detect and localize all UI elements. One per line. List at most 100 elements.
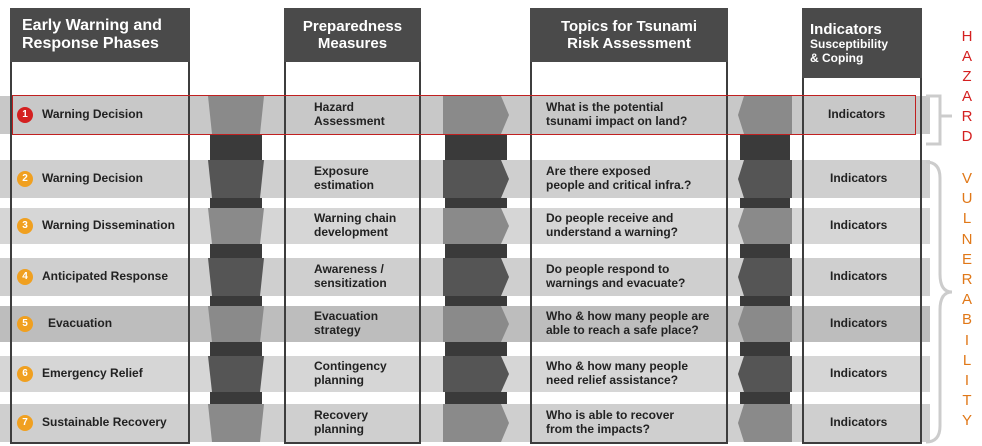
indicators-cell: Indicators xyxy=(830,366,888,380)
indicators-cell: Indicators xyxy=(828,107,886,121)
indicators-cell: Indicators xyxy=(830,269,888,283)
connector-gap xyxy=(445,244,507,258)
vulnerability-letter: V xyxy=(961,170,972,187)
connector-arrow xyxy=(738,208,792,244)
connector-arrow xyxy=(208,160,264,198)
vulnerability-letter: I xyxy=(964,372,970,389)
phase-label: Warning Decision xyxy=(42,171,143,185)
connector-gap xyxy=(740,198,790,208)
connector-gap xyxy=(740,342,790,356)
indicators-cell: Indicators xyxy=(830,171,888,185)
indicators-header: Indicators Susceptibility & Coping xyxy=(802,8,922,78)
connector-arrow xyxy=(208,356,264,392)
connector-gap xyxy=(445,198,507,208)
vulnerability-letter: E xyxy=(961,250,972,268)
connector-gap xyxy=(210,296,262,306)
measure-label: Awareness / sensitization xyxy=(314,262,387,291)
connector-gap xyxy=(445,296,507,306)
topics-header: Topics for Tsunami Risk Assessment xyxy=(530,8,728,62)
topic-question: Are there exposed people and critical in… xyxy=(546,164,692,193)
phase-label: Sustainable Recovery xyxy=(42,415,167,429)
vulnerability-letter: I xyxy=(964,331,970,349)
indicators-title: Indicators xyxy=(810,20,882,38)
vulnerability-letter: A xyxy=(961,291,972,309)
vulnerability-letter: B xyxy=(961,311,972,329)
topic-question: Do people receive and understand a warni… xyxy=(546,211,679,240)
vulnerability-letter: R xyxy=(961,271,973,288)
phase-number-badge: 7 xyxy=(17,415,33,431)
vulnerability-letter: T xyxy=(962,392,972,410)
measure-label: Exposure estimation xyxy=(314,164,375,193)
hazard-letter: Z xyxy=(962,68,972,85)
connector-arrow xyxy=(738,356,792,392)
connector-arrow xyxy=(443,404,509,442)
connector-arrow xyxy=(738,306,792,342)
vulnerability-brace xyxy=(925,160,953,444)
connector-arrow xyxy=(208,404,264,442)
phase-number-badge: 6 xyxy=(17,366,33,382)
connector-arrow xyxy=(443,306,509,342)
connector-arrow xyxy=(738,160,792,198)
measure-label: Contingency planning xyxy=(314,359,387,388)
connector-arrow xyxy=(443,356,509,392)
hazard-letter: A xyxy=(961,88,972,105)
measure-label: Evacuation strategy xyxy=(314,309,379,338)
phase-number-badge: 3 xyxy=(17,218,33,234)
side-braces xyxy=(925,94,953,444)
phase-label: Anticipated Response xyxy=(42,269,169,283)
phases-header: Early Warning and Response Phases xyxy=(10,8,190,62)
connector-gap xyxy=(740,134,790,160)
measure-label: Recovery planning xyxy=(314,408,369,437)
connector-arrow xyxy=(443,208,509,244)
measure-label: Warning chain development xyxy=(314,211,397,240)
measures-header: Preparedness Measures xyxy=(284,8,421,62)
indicators-cell: Indicators xyxy=(830,316,888,330)
topic-question: Who & how many people are able to reach … xyxy=(546,309,710,338)
connector-arrow xyxy=(208,96,264,134)
connector-arrow xyxy=(443,96,509,134)
connector-gap xyxy=(445,134,507,160)
connector-gap xyxy=(210,342,262,356)
topic-question: What is the potential tsunami impact on … xyxy=(546,100,688,129)
vulnerability-letter: L xyxy=(962,210,972,228)
vulnerability-letter: N xyxy=(961,230,973,248)
indicators-cell: Indicators xyxy=(830,218,888,232)
connector-arrow xyxy=(208,306,264,342)
phase-label: Emergency Relief xyxy=(42,366,143,380)
phase-number-badge: 4 xyxy=(17,269,33,285)
vulnerability-letter: Y xyxy=(961,412,972,430)
phase-label: Warning Decision xyxy=(42,107,143,121)
topic-question: Who is able to recover from the impacts? xyxy=(546,408,675,437)
topic-question: Do people respond to warnings and evacua… xyxy=(546,262,686,291)
connector-gap xyxy=(445,392,507,404)
connector-gap xyxy=(210,198,262,208)
connector-arrow xyxy=(738,96,792,134)
indicators-cell: Indicators xyxy=(830,415,888,429)
hazard-row-outline xyxy=(12,95,916,135)
connector-gap xyxy=(210,244,262,258)
vulnerability-letter: L xyxy=(962,351,972,369)
indicators-subtitle: Susceptibility & Coping xyxy=(810,36,889,65)
phase-number-badge: 2 xyxy=(17,171,33,187)
connector-gap xyxy=(740,392,790,404)
hazard-letter: R xyxy=(961,108,973,125)
phase-number-badge: 1 xyxy=(17,107,33,123)
hazard-letter: A xyxy=(961,48,972,65)
hazard-letter: D xyxy=(961,128,973,145)
connector-arrow xyxy=(443,160,509,198)
vulnerability-letter: U xyxy=(961,190,973,208)
hazard-brace xyxy=(926,94,942,146)
topic-question: Who & how many people need relief assist… xyxy=(546,359,689,388)
connector-gap xyxy=(210,134,262,160)
phase-label: Warning Dissemination xyxy=(42,218,175,232)
connector-gap xyxy=(740,244,790,258)
hazard-letter: H xyxy=(961,28,973,45)
phase-number-badge: 5 xyxy=(17,316,33,332)
measure-label: Hazard Assessment xyxy=(314,100,385,129)
connector-arrow xyxy=(738,258,792,296)
connector-arrow xyxy=(738,404,792,442)
connector-gap xyxy=(740,296,790,306)
connector-arrow xyxy=(443,258,509,296)
connector-gap xyxy=(445,342,507,356)
